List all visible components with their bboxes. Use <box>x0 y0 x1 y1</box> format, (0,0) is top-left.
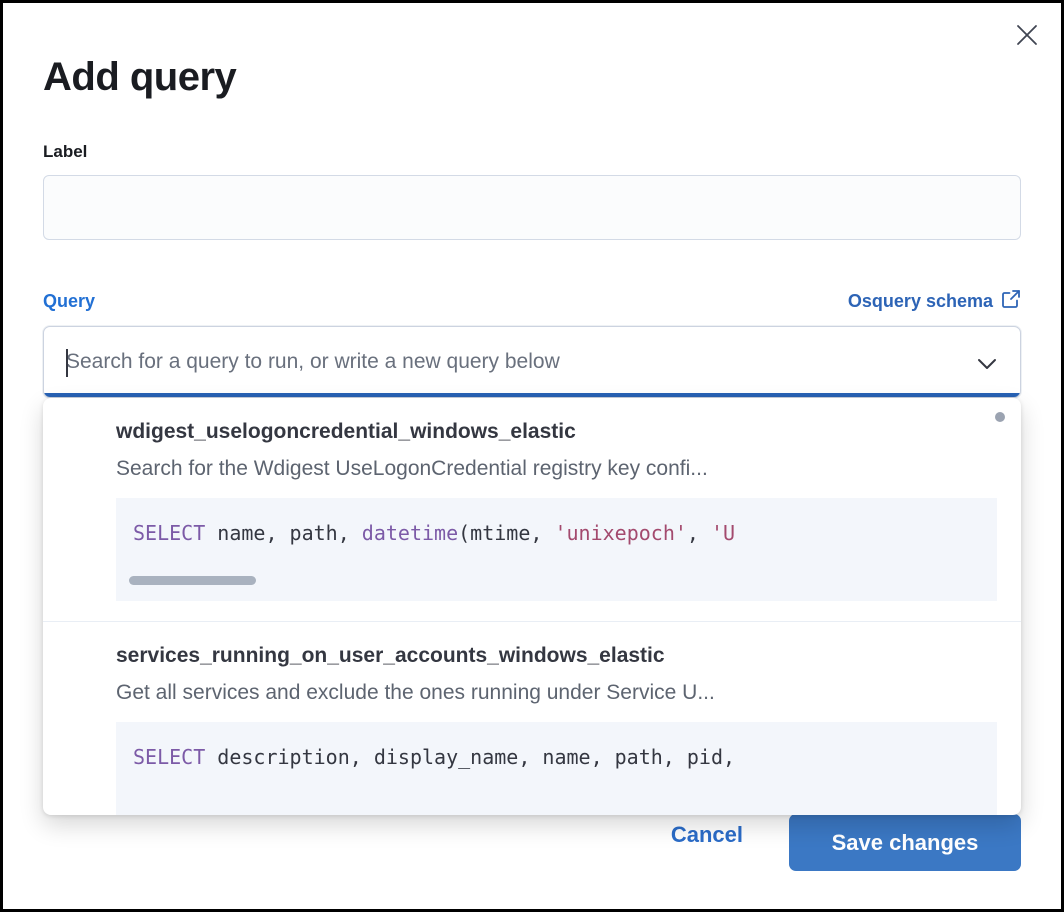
modal-footer: Cancel Save changes <box>671 814 1021 871</box>
option-divider <box>43 621 1021 622</box>
horizontal-scrollbar-thumb[interactable] <box>129 576 256 585</box>
query-option-description: Search for the Wdigest UseLogonCredentia… <box>116 457 708 480</box>
osquery-schema-link[interactable]: Osquery schema <box>848 289 1021 314</box>
text-caret <box>66 349 68 377</box>
query-option-0[interactable]: wdigest_uselogoncredential_windows_elast… <box>43 398 1021 615</box>
save-changes-button[interactable]: Save changes <box>789 814 1021 871</box>
query-search-input[interactable] <box>66 350 968 374</box>
close-icon[interactable] <box>1013 21 1041 49</box>
page-title: Add query <box>43 55 237 99</box>
sql-code: SELECT name, path, datetime(mtime, 'unix… <box>133 521 736 545</box>
query-option-1[interactable]: services_running_on_user_accounts_window… <box>43 622 1021 815</box>
add-query-modal: Add query Label Query Osquery schema <box>3 3 1061 909</box>
sql-code: SELECT description, display_name, name, … <box>133 745 736 769</box>
query-option-title: wdigest_uselogoncredential_windows_elast… <box>116 420 576 443</box>
vertical-scrollbar-thumb[interactable] <box>995 412 1005 422</box>
query-option-description: Get all services and exclude the ones ru… <box>116 681 715 704</box>
osquery-schema-link-label: Osquery schema <box>847 291 993 311</box>
external-link-icon <box>1001 289 1021 314</box>
chevron-down-icon[interactable] <box>974 351 1000 382</box>
query-option-title: services_running_on_user_accounts_window… <box>116 644 665 667</box>
query-option-sql-preview: SELECT name, path, datetime(mtime, 'unix… <box>116 498 997 601</box>
query-field-label: Query <box>43 291 96 311</box>
query-combobox-wrap: wdigest_uselogoncredential_windows_elast… <box>43 326 1021 815</box>
query-combobox[interactable] <box>43 326 1021 398</box>
query-option-sql-preview: SELECT description, display_name, name, … <box>116 722 997 815</box>
label-field-label: Label <box>43 142 88 161</box>
cancel-button[interactable]: Cancel <box>671 822 743 864</box>
query-suggestions-dropdown: wdigest_uselogoncredential_windows_elast… <box>43 398 1021 815</box>
query-row: Query Osquery schema <box>43 289 1021 314</box>
label-input[interactable] <box>43 175 1021 240</box>
